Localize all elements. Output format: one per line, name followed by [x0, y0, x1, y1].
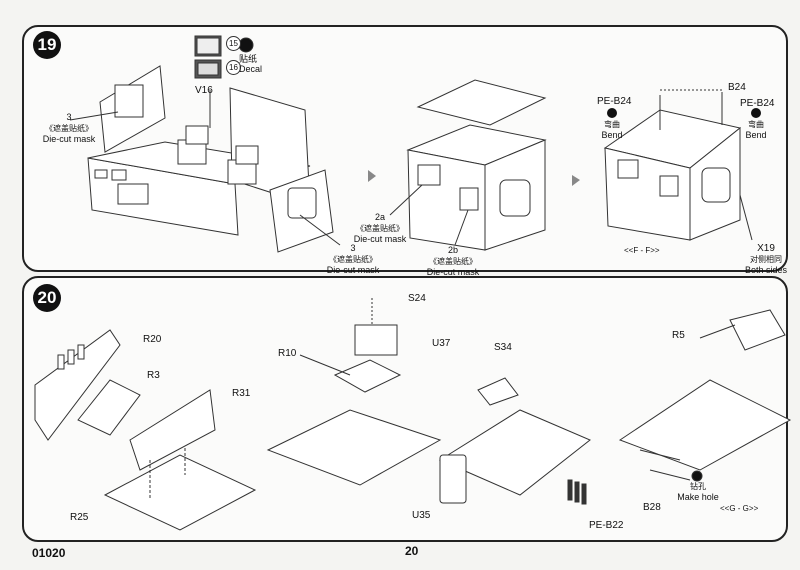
product-code: 01020 — [32, 546, 66, 560]
part-b28: B28 — [643, 502, 661, 513]
both-sides-cn: 对侧相同 — [750, 255, 782, 264]
bend-en-left: Bend — [601, 130, 623, 140]
decal-15-number: 15 — [226, 36, 241, 51]
section-ff: <<F - F>> — [624, 246, 660, 255]
both-sides-en: Both sides — [744, 265, 788, 275]
part-x19: X19 — [757, 243, 775, 254]
make-hole-cn: 钻孔 — [690, 482, 706, 491]
body-assembly-s34 — [438, 409, 591, 496]
panel-r31 — [129, 389, 216, 471]
mask-2a-num: 2a — [374, 212, 385, 222]
mask-2a-cn: 《遮盖贴纸》 — [356, 224, 404, 233]
bend-label-left: 弯曲 Bend — [592, 108, 632, 141]
part-s34: S34 — [494, 342, 512, 353]
roof-panel — [416, 79, 547, 126]
part-r3: R3 — [147, 370, 160, 381]
decal-label-en: Decal — [239, 64, 263, 74]
make-hole-en: Make hole — [677, 492, 719, 502]
mask-2b-en: Die-cut mask — [426, 267, 480, 277]
mask-3-num-a: 3 — [66, 112, 72, 122]
panel-u35 — [439, 454, 467, 504]
part-r25: R25 — [70, 512, 89, 523]
mask-2b-cn: 《遮盖贴纸》 — [429, 257, 477, 266]
panel-r20 — [34, 329, 121, 441]
part-r20: R20 — [143, 334, 162, 345]
panel-r3 — [77, 379, 141, 436]
part-pe-b22: PE-B22 — [589, 520, 624, 531]
part-u35: U35 — [412, 510, 431, 521]
mask-3-cn-a: 《遮盖贴纸》 — [45, 124, 93, 133]
step-20-number: 20 — [33, 284, 61, 312]
x19-label: X19 对侧相同 Both sides — [740, 243, 792, 276]
bend-icon-left — [607, 108, 617, 118]
mask-2a-en: Die-cut mask — [353, 234, 407, 244]
box-u37 — [354, 324, 398, 356]
decal-label-cn: 贴纸 — [239, 54, 258, 64]
floor-assembly-r10 — [266, 409, 442, 486]
floor-r25 — [103, 454, 257, 531]
mask-2a-label: 2a 《遮盖贴纸》 Die-cut mask — [345, 212, 415, 245]
bend-label-right: 弯曲 Bend — [736, 108, 776, 141]
part-r5-shape — [729, 309, 786, 351]
part-s24: S24 — [408, 293, 426, 304]
section-gg: <<G - G>> — [720, 504, 759, 513]
bend-icon-right — [751, 108, 761, 118]
mask-3-en-a: Die-cut mask — [42, 134, 96, 144]
part-u37: U37 — [432, 338, 451, 349]
decal-16-number: 16 — [226, 60, 241, 75]
mask-3-num-b: 3 — [350, 243, 356, 253]
part-v16: V16 — [195, 85, 213, 96]
part-r10: R10 — [278, 348, 297, 359]
bend-cn-right: 弯曲 — [748, 120, 764, 129]
bend-cn-left: 弯曲 — [604, 120, 620, 129]
mask-3-label-b: 3 《遮盖贴纸》 Die-cut mask — [318, 243, 388, 276]
part-r5: R5 — [672, 330, 685, 341]
bend-en-right: Bend — [745, 130, 767, 140]
part-pe-b24-left: PE-B24 — [597, 96, 632, 107]
page-number: 20 — [405, 544, 419, 558]
body-assembly-r5 — [618, 379, 792, 471]
mask-2b-label: 2b 《遮盖贴纸》 Die-cut mask — [418, 245, 488, 278]
part-r31: R31 — [232, 388, 251, 399]
mask-3-cn-b: 《遮盖贴纸》 — [329, 255, 377, 264]
part-pe-b24-right: PE-B24 — [740, 98, 775, 109]
step-19-number: 19 — [33, 31, 61, 59]
make-hole-label: 钻孔 Make hole — [676, 481, 720, 503]
mask-3-en-b: Die-cut mask — [326, 265, 380, 275]
drill-icon — [691, 470, 703, 482]
part-r10-shape — [333, 359, 402, 393]
mask-2b-num: 2b — [447, 245, 458, 255]
mask-3-label-a: 3 《遮盖贴纸》 Die-cut mask — [34, 112, 104, 145]
part-b24: B24 — [728, 82, 746, 93]
